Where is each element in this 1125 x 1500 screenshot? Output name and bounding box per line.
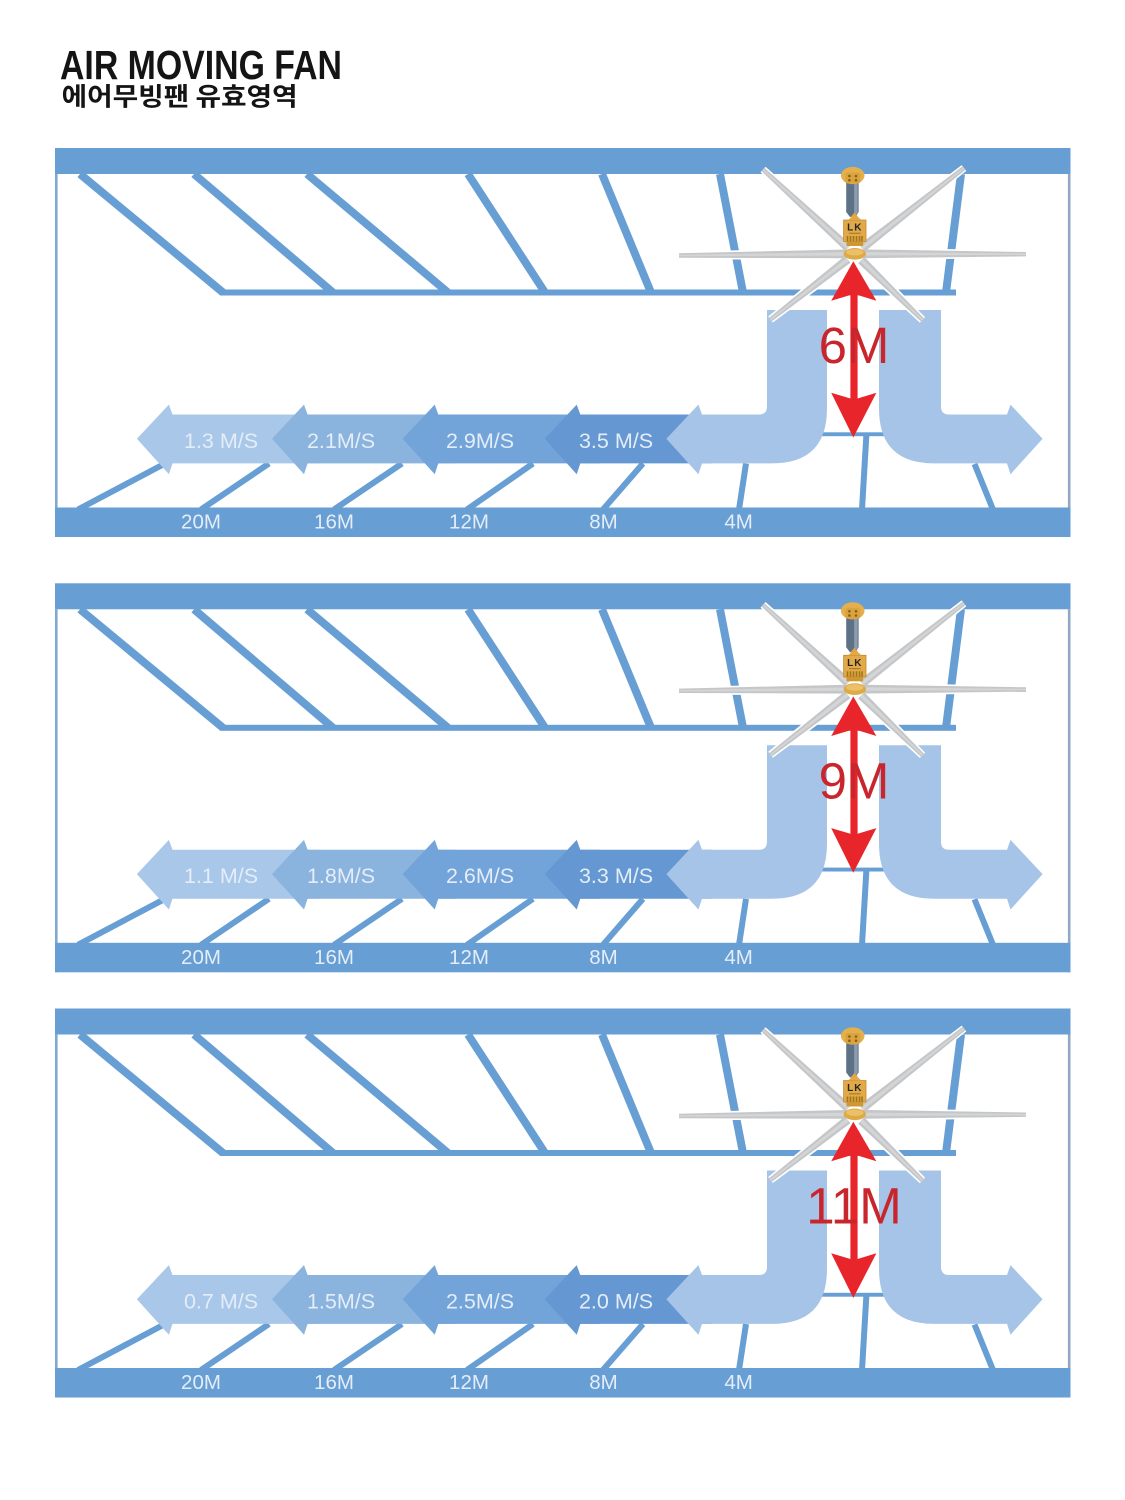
- svg-text:LK: LK: [847, 223, 862, 234]
- svg-text:20M: 20M: [181, 1371, 221, 1394]
- svg-text:2.9M/S: 2.9M/S: [446, 429, 514, 453]
- svg-text:8M: 8M: [589, 946, 617, 969]
- svg-text:4M: 4M: [724, 511, 752, 534]
- svg-text:12M: 12M: [449, 511, 489, 534]
- svg-text:8M: 8M: [589, 511, 617, 534]
- svg-text:LK: LK: [847, 1083, 862, 1094]
- svg-text:20M: 20M: [181, 946, 221, 969]
- svg-text:12M: 12M: [449, 946, 489, 969]
- svg-text:16M: 16M: [314, 946, 354, 969]
- svg-text:11M: 11M: [806, 1178, 901, 1235]
- svg-text:1.5M/S: 1.5M/S: [307, 1289, 375, 1313]
- svg-text:6M: 6M: [819, 317, 890, 374]
- svg-text:20M: 20M: [181, 511, 221, 534]
- svg-text:2.6M/S: 2.6M/S: [446, 864, 514, 888]
- svg-text:0.7 M/S: 0.7 M/S: [184, 1289, 258, 1313]
- svg-text:AIR MOVING FAN: AIR MOVING FAN: [60, 42, 342, 88]
- svg-text:3.3 M/S: 3.3 M/S: [579, 864, 653, 888]
- svg-text:1.8M/S: 1.8M/S: [307, 864, 375, 888]
- svg-text:2.5M/S: 2.5M/S: [446, 1289, 514, 1313]
- svg-text:16M: 16M: [314, 511, 354, 534]
- svg-text:1.3 M/S: 1.3 M/S: [184, 429, 258, 453]
- svg-text:2.1M/S: 2.1M/S: [307, 429, 375, 453]
- svg-text:8M: 8M: [589, 1371, 617, 1394]
- svg-text:9M: 9M: [819, 752, 890, 809]
- svg-text:3.5 M/S: 3.5 M/S: [579, 429, 653, 453]
- svg-text:12M: 12M: [449, 1371, 489, 1394]
- svg-text:2.0 M/S: 2.0 M/S: [579, 1289, 653, 1313]
- svg-text:16M: 16M: [314, 1371, 354, 1394]
- svg-text:4M: 4M: [724, 946, 752, 969]
- svg-text:LK: LK: [847, 658, 862, 669]
- svg-text:4M: 4M: [724, 1371, 752, 1394]
- svg-text:1.1 M/S: 1.1 M/S: [184, 864, 258, 888]
